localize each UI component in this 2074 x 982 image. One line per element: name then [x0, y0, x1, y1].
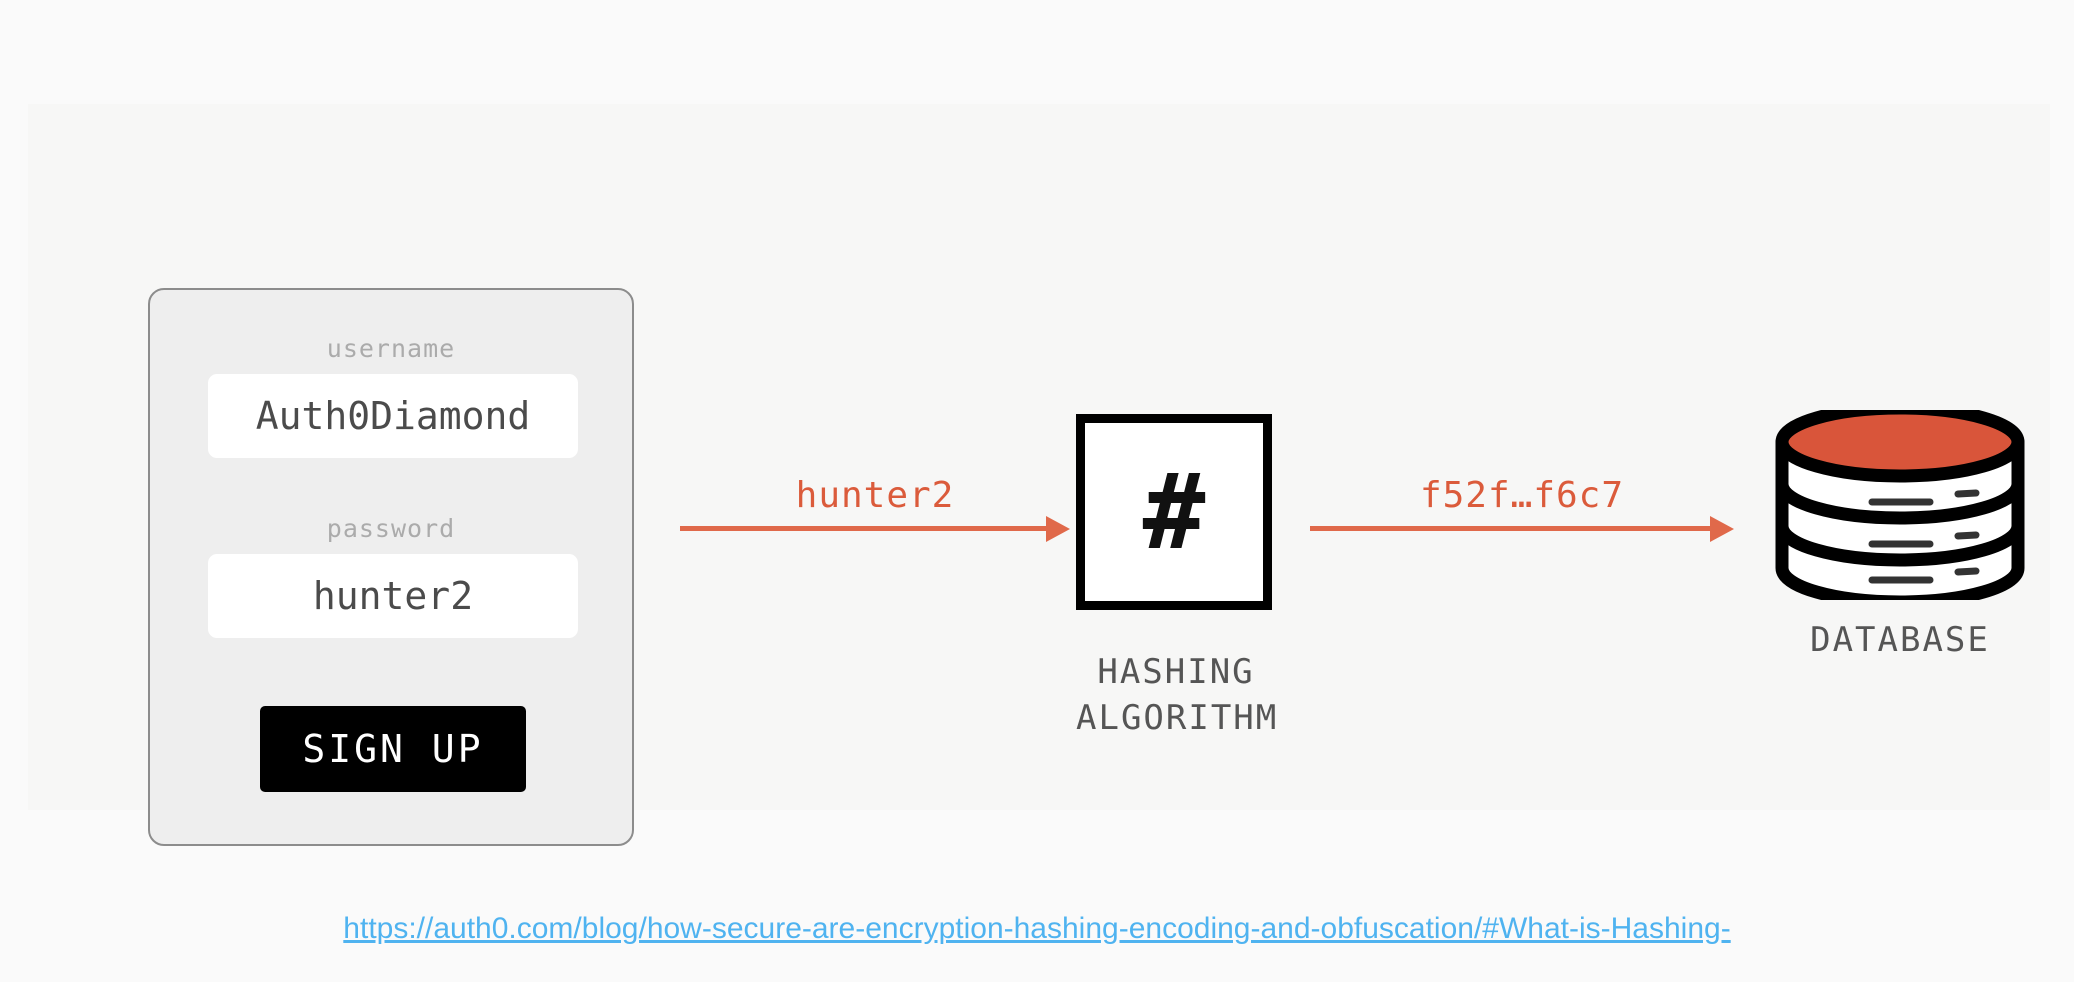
database-label: DATABASE: [1810, 620, 1990, 660]
signup-form-card: username Auth0Diamond password hunter2 S…: [148, 288, 634, 846]
hashing-algorithm-label-line1: HASHING: [1097, 652, 1255, 692]
hashing-algorithm-node: # HASHING ALGORITHM: [1076, 414, 1276, 742]
password-label: password: [326, 514, 456, 543]
username-input[interactable]: Auth0Diamond: [208, 374, 578, 458]
password-input[interactable]: hunter2: [208, 554, 578, 638]
database-cylinder-icon: [1775, 410, 2025, 600]
flow-arrow-password: hunter2: [680, 475, 1070, 558]
arrow-head-icon: [1710, 516, 1734, 542]
arrow-line: [1310, 526, 1710, 531]
diagram-panel: username Auth0Diamond password hunter2 S…: [28, 104, 2050, 846]
flow-arrow-password-label: hunter2: [795, 475, 955, 516]
hashing-algorithm-box: #: [1076, 414, 1272, 610]
arrow-head-icon: [1046, 516, 1070, 542]
username-label: username: [326, 334, 456, 363]
sign-up-button[interactable]: SIGN UP: [260, 706, 526, 792]
database-node: DATABASE: [1770, 410, 2030, 660]
source-url-link[interactable]: https://auth0.com/blog/how-secure-are-en…: [343, 912, 1731, 945]
hashing-algorithm-label: HASHING ALGORITHM: [1076, 650, 1276, 742]
hash-icon: #: [1142, 451, 1206, 573]
arrow-line: [680, 526, 1046, 531]
flow-arrow-hash: f52f…f6c7: [1310, 475, 1734, 558]
flow-arrow-hash-label: f52f…f6c7: [1419, 475, 1625, 516]
hashing-algorithm-label-line2: ALGORITHM: [1076, 697, 1279, 738]
